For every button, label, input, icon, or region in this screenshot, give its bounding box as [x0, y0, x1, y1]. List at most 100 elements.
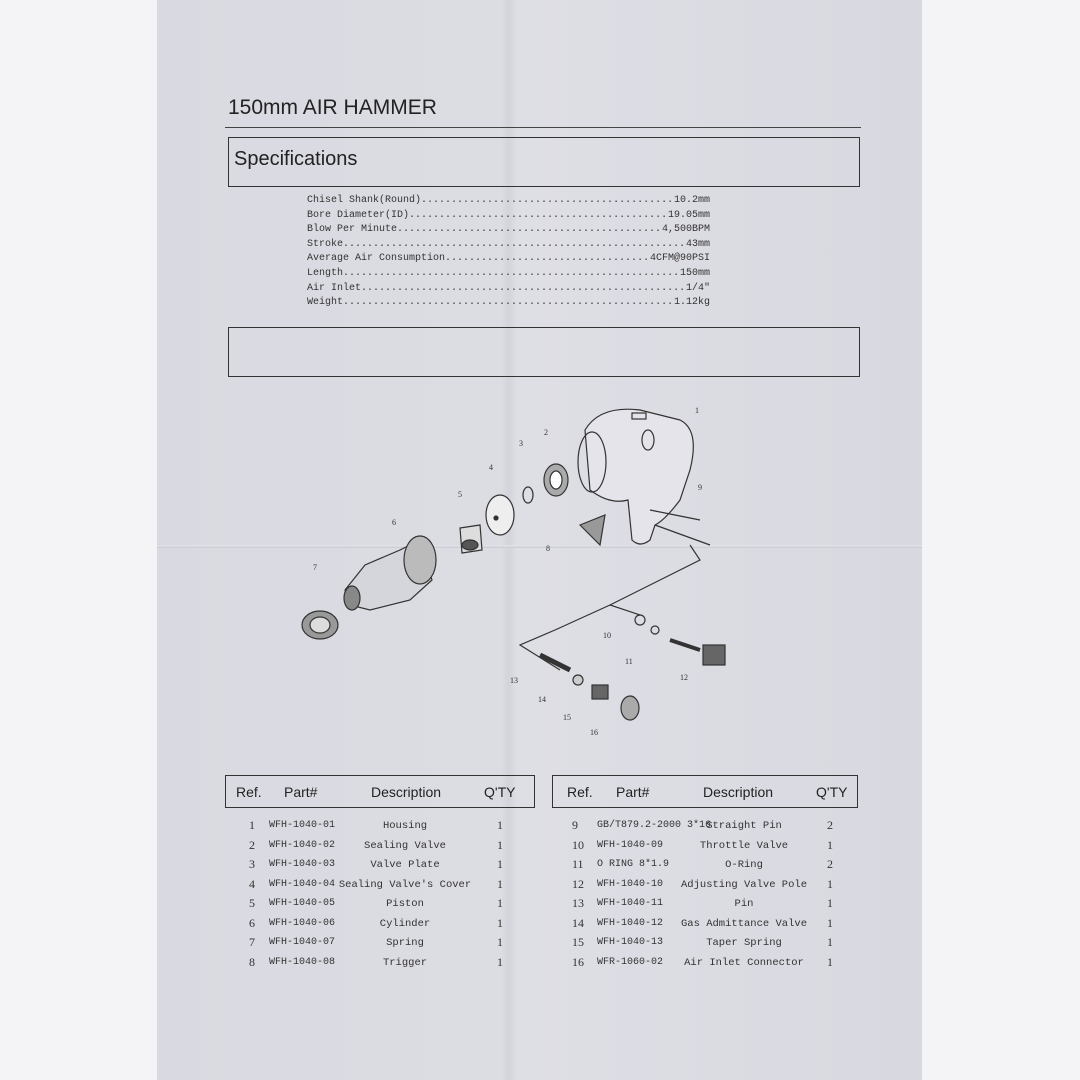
spec-value: 43mm	[685, 238, 710, 250]
empty-box	[228, 327, 860, 377]
specifications-header-box: Specifications	[228, 137, 860, 187]
cell-part: O RING 8*1.9	[597, 859, 670, 870]
exploded-view-diagram: 1 2 3 4 5 6 7 8 9 10 11 12 13 14 15 16	[301, 406, 726, 737]
cell-desc: Pin	[734, 898, 754, 910]
leader-lines	[518, 509, 711, 671]
spec-value: 1.12kg	[673, 297, 710, 309]
callout-4: 4	[489, 463, 493, 472]
spec-row: Air Inlet1/4"	[307, 283, 710, 298]
spec-row: Stroke 43mm	[307, 239, 710, 254]
specifications-heading: Specifications	[234, 148, 358, 170]
cell-qty: 1	[827, 954, 833, 969]
callout-13: 13	[510, 676, 518, 685]
callout-6: 6	[392, 518, 396, 527]
header-description: Description	[371, 784, 442, 800]
cell-part: GB/T879.2-2000 3*16	[597, 820, 712, 831]
table-header: Ref. Part# Description Q'TY	[552, 775, 858, 808]
spec-label: Stroke	[307, 238, 344, 250]
spec-row: Bore Diameter(ID)19.05mm	[307, 210, 710, 225]
callout-1: 1	[695, 406, 699, 415]
trigger-drawing	[578, 514, 606, 547]
cell-part: WFH-1040-07	[269, 937, 336, 948]
cell-desc: Piston	[386, 898, 424, 910]
pin-drawing	[538, 652, 572, 673]
cell-ref: 15	[572, 935, 584, 949]
spec-label: Blow Per Minute	[307, 224, 398, 236]
cell-qty: 1	[497, 954, 503, 969]
cell-desc: Gas Admittance Valve	[680, 917, 808, 930]
cell-desc: Housing	[382, 820, 428, 832]
spec-row: Length150mm	[307, 268, 710, 283]
cell-desc: Trigger	[382, 956, 428, 969]
cell-desc: O-Ring	[725, 859, 763, 871]
cell-qty: 1	[497, 876, 503, 891]
cell-qty: 1	[497, 915, 503, 930]
cell-ref: 10	[572, 837, 584, 852]
callout-15: 15	[563, 713, 571, 722]
gas-admittance-valve-drawing	[572, 674, 584, 686]
spec-row: Weight 1.12kg	[307, 297, 710, 312]
cell-part: WFH-1040-04	[269, 878, 336, 890]
spec-row: Chisel Shank(Round)10.2mm	[307, 195, 710, 210]
callout-3: 3	[519, 439, 523, 448]
spec-row: Blow Per Minute 4,500BPM	[307, 224, 710, 239]
page-title: 150mm AIR HAMMER	[228, 96, 437, 119]
spec-value: 4CFM@90PSI	[649, 253, 710, 265]
cell-part: WFH-1040-11	[597, 898, 664, 909]
cell-part: WFH-1040-02	[269, 839, 336, 851]
callout-14: 14	[538, 695, 546, 704]
cell-ref: 5	[249, 896, 255, 910]
throttle-valve-assembly-drawing	[634, 614, 726, 666]
cell-ref: 2	[249, 837, 255, 852]
cell-qty: 1	[827, 876, 833, 891]
cell-ref: 4	[249, 876, 255, 891]
cell-part: WFR-1060-02	[597, 956, 664, 968]
cell-qty: 1	[497, 935, 503, 949]
cell-qty: 1	[827, 935, 833, 949]
cell-part: WFH-1040-13	[597, 937, 664, 948]
spec-value: 4,500BPM	[661, 224, 710, 236]
valve-cover-drawing	[485, 494, 515, 536]
cell-desc: Air Inlet Connector	[684, 956, 804, 969]
cell-part: WFH-1040-03	[269, 859, 336, 870]
header-ref: Ref.	[567, 784, 593, 800]
callout-2: 2	[544, 428, 548, 437]
title-divider	[225, 127, 861, 128]
air-inlet-connector-drawing	[620, 695, 640, 721]
sealing-valve-drawing	[543, 463, 569, 497]
spec-label: Weight	[307, 297, 344, 309]
housing-drawing	[577, 408, 694, 545]
table-row: 16 WFR-1060-02 Air Inlet Connector 1	[552, 953, 858, 973]
callout-16: 16	[590, 728, 598, 737]
spec-value: 10.2mm	[673, 195, 710, 206]
callout-5: 5	[458, 490, 462, 499]
cell-ref: 13	[572, 896, 584, 910]
cell-desc: Adjusting Valve Pole	[680, 878, 808, 891]
spec-row: Average Air Consumption4CFM@90PSI	[307, 253, 710, 268]
cell-qty: 1	[827, 915, 833, 930]
header-qty: Q'TY	[484, 784, 516, 800]
cell-ref: 11	[572, 857, 584, 871]
header-ref: Ref.	[236, 784, 262, 800]
header-part: Part#	[616, 784, 650, 800]
paper-fold	[157, 545, 922, 548]
cell-qty: 1	[497, 896, 503, 910]
spec-value: 150mm	[679, 267, 710, 279]
table-header: Ref. Part# Description Q'TY	[225, 775, 535, 808]
cell-desc: Cylinder	[379, 917, 431, 930]
cell-ref: 16	[572, 954, 584, 969]
cell-qty: 1	[497, 857, 503, 871]
